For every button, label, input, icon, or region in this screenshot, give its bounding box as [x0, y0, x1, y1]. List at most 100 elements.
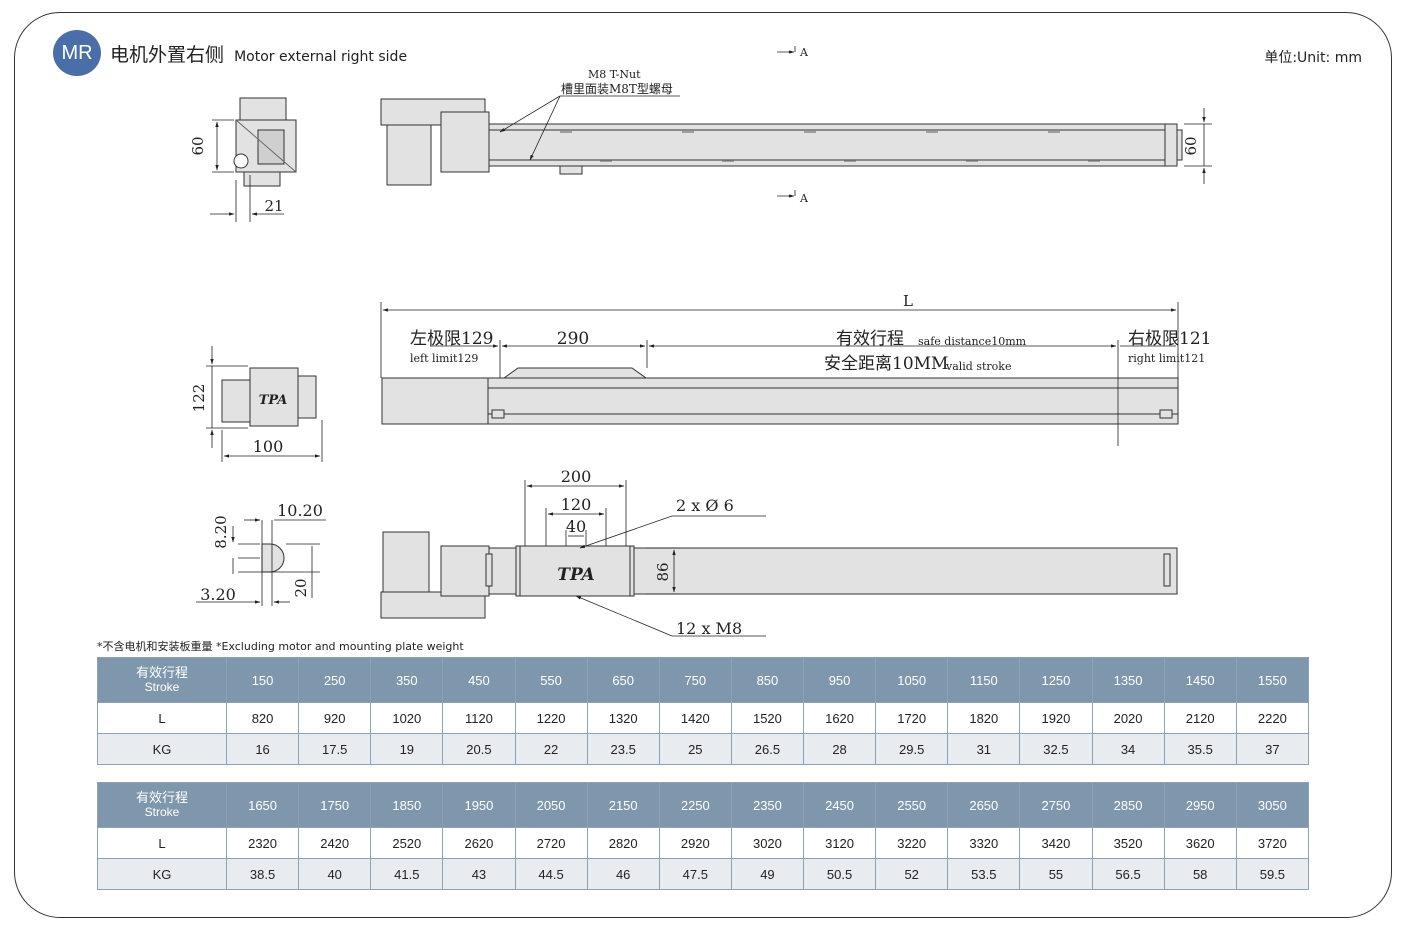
table-cell: 1120: [442, 702, 516, 734]
table-cell: 28: [802, 733, 877, 765]
dim-100: 100: [253, 437, 284, 456]
table-cell: 850: [730, 657, 805, 703]
stroke-en: safe distance10mm: [918, 335, 1027, 348]
table-cell: 2520: [370, 827, 444, 859]
dim-122: 122: [190, 384, 208, 413]
table-cell: 1950: [442, 782, 516, 828]
stroke-label-en: Stroke: [144, 805, 180, 819]
table-cell: 16: [225, 733, 300, 765]
section-a-top: A: [799, 46, 809, 59]
unit-label: 单位:Unit: mm: [1264, 50, 1362, 66]
kg-label: KG: [97, 858, 227, 890]
table-cell: 20.5: [442, 733, 516, 765]
table-cell: 41.5: [370, 858, 444, 890]
table-cell: 19: [370, 733, 444, 765]
table-cell: 47.5: [658, 858, 732, 890]
table-cell: 52: [875, 858, 949, 890]
table-cell: 38.5: [225, 858, 300, 890]
dim-86: 86: [654, 562, 672, 581]
tnut-cn: 槽里面装M8T型螺母: [561, 82, 673, 96]
table-cell: 2820: [586, 827, 660, 859]
table-cell: 2920: [658, 827, 732, 859]
table-cell: 2650: [947, 782, 1021, 828]
table-cell: 1920: [1019, 702, 1093, 734]
table-cell: 1050: [875, 657, 949, 703]
rail-top-view: [380, 98, 1183, 186]
stroke-label-cn: 有效行程: [135, 790, 188, 805]
dim-60-right: 60: [1182, 136, 1200, 155]
table-cell: 3120: [802, 827, 877, 859]
table-cell: 3020: [730, 827, 805, 859]
technical-drawing: 60 21 60 A A M8 T-Nut: [189, 46, 1212, 638]
right-limit-cn: 右极限121: [1128, 329, 1211, 349]
model-badge: MR: [53, 30, 101, 76]
table-cell: 2420: [298, 827, 372, 859]
left-limit-cn: 左极限129: [410, 329, 493, 349]
dim-L: L: [903, 292, 913, 310]
table-cell: 3220: [875, 827, 949, 859]
table-cell: 1450: [1163, 657, 1237, 703]
profile-section: [261, 543, 285, 573]
table-cell: 35.5: [1163, 733, 1237, 765]
table-cell: 31: [947, 733, 1021, 765]
end-view-middle: [221, 367, 317, 427]
left-limit-en: left limit129: [410, 352, 478, 365]
right-limit-en: right limit121: [1128, 352, 1205, 365]
table-cell: 550: [514, 657, 588, 703]
rail-bottom-view: [380, 531, 1178, 619]
table-cell: 17.5: [298, 733, 372, 765]
table-cell: 1350: [1091, 657, 1165, 703]
table-cell: 2320: [225, 827, 300, 859]
table-cell: 1320: [586, 702, 660, 734]
rail-side-view: [381, 367, 1179, 425]
table-cell: 2550: [875, 782, 949, 828]
table-cell: 1250: [1019, 657, 1093, 703]
table-cell: 43: [442, 858, 516, 890]
table-cell: 2450: [802, 782, 877, 828]
table-cell: 2250: [658, 782, 732, 828]
table-cell: 820: [225, 702, 300, 734]
table-cell: 37: [1235, 733, 1310, 765]
stroke-cn: 有效行程: [836, 329, 904, 349]
table-cell: 49: [730, 858, 805, 890]
table-cell: 53.5: [947, 858, 1021, 890]
table-cell: 250: [298, 657, 372, 703]
table-cell: 3720: [1235, 827, 1310, 859]
safe-en: valid stroke: [945, 360, 1011, 373]
l-label: L: [97, 702, 227, 734]
table-cell: 25: [658, 733, 732, 765]
table-cell: 32.5: [1019, 733, 1093, 765]
table-cell: 59.5: [1235, 858, 1310, 890]
table-cell: 1150: [947, 657, 1021, 703]
table-cell: 2150: [586, 782, 660, 828]
table-cell: 40: [298, 858, 372, 890]
table-cell: 1220: [514, 702, 588, 734]
tnut-en: M8 T-Nut: [588, 68, 641, 81]
table-cell: 26.5: [730, 733, 805, 765]
table-cell: 2350: [730, 782, 805, 828]
table-cell: 3620: [1163, 827, 1237, 859]
section-a-bottom: A: [799, 192, 809, 205]
table-cell: 29.5: [875, 733, 949, 765]
dim-290: 290: [557, 329, 589, 349]
tpa-logo-carriage: TPA: [557, 565, 594, 585]
table-cell: 1520: [730, 702, 805, 734]
table-cell: 3520: [1091, 827, 1165, 859]
tpa-logo-end: TPA: [259, 393, 288, 408]
table-cell: 1020: [370, 702, 444, 734]
stroke-label-en: Stroke: [144, 680, 180, 694]
table-cell: 3320: [947, 827, 1021, 859]
table-cell: 2950: [1163, 782, 1237, 828]
safe-cn: 安全距离10MM: [824, 354, 948, 374]
table-cell: 1720: [875, 702, 949, 734]
table-cell: 23.5: [586, 733, 660, 765]
table-cell: 46: [586, 858, 660, 890]
